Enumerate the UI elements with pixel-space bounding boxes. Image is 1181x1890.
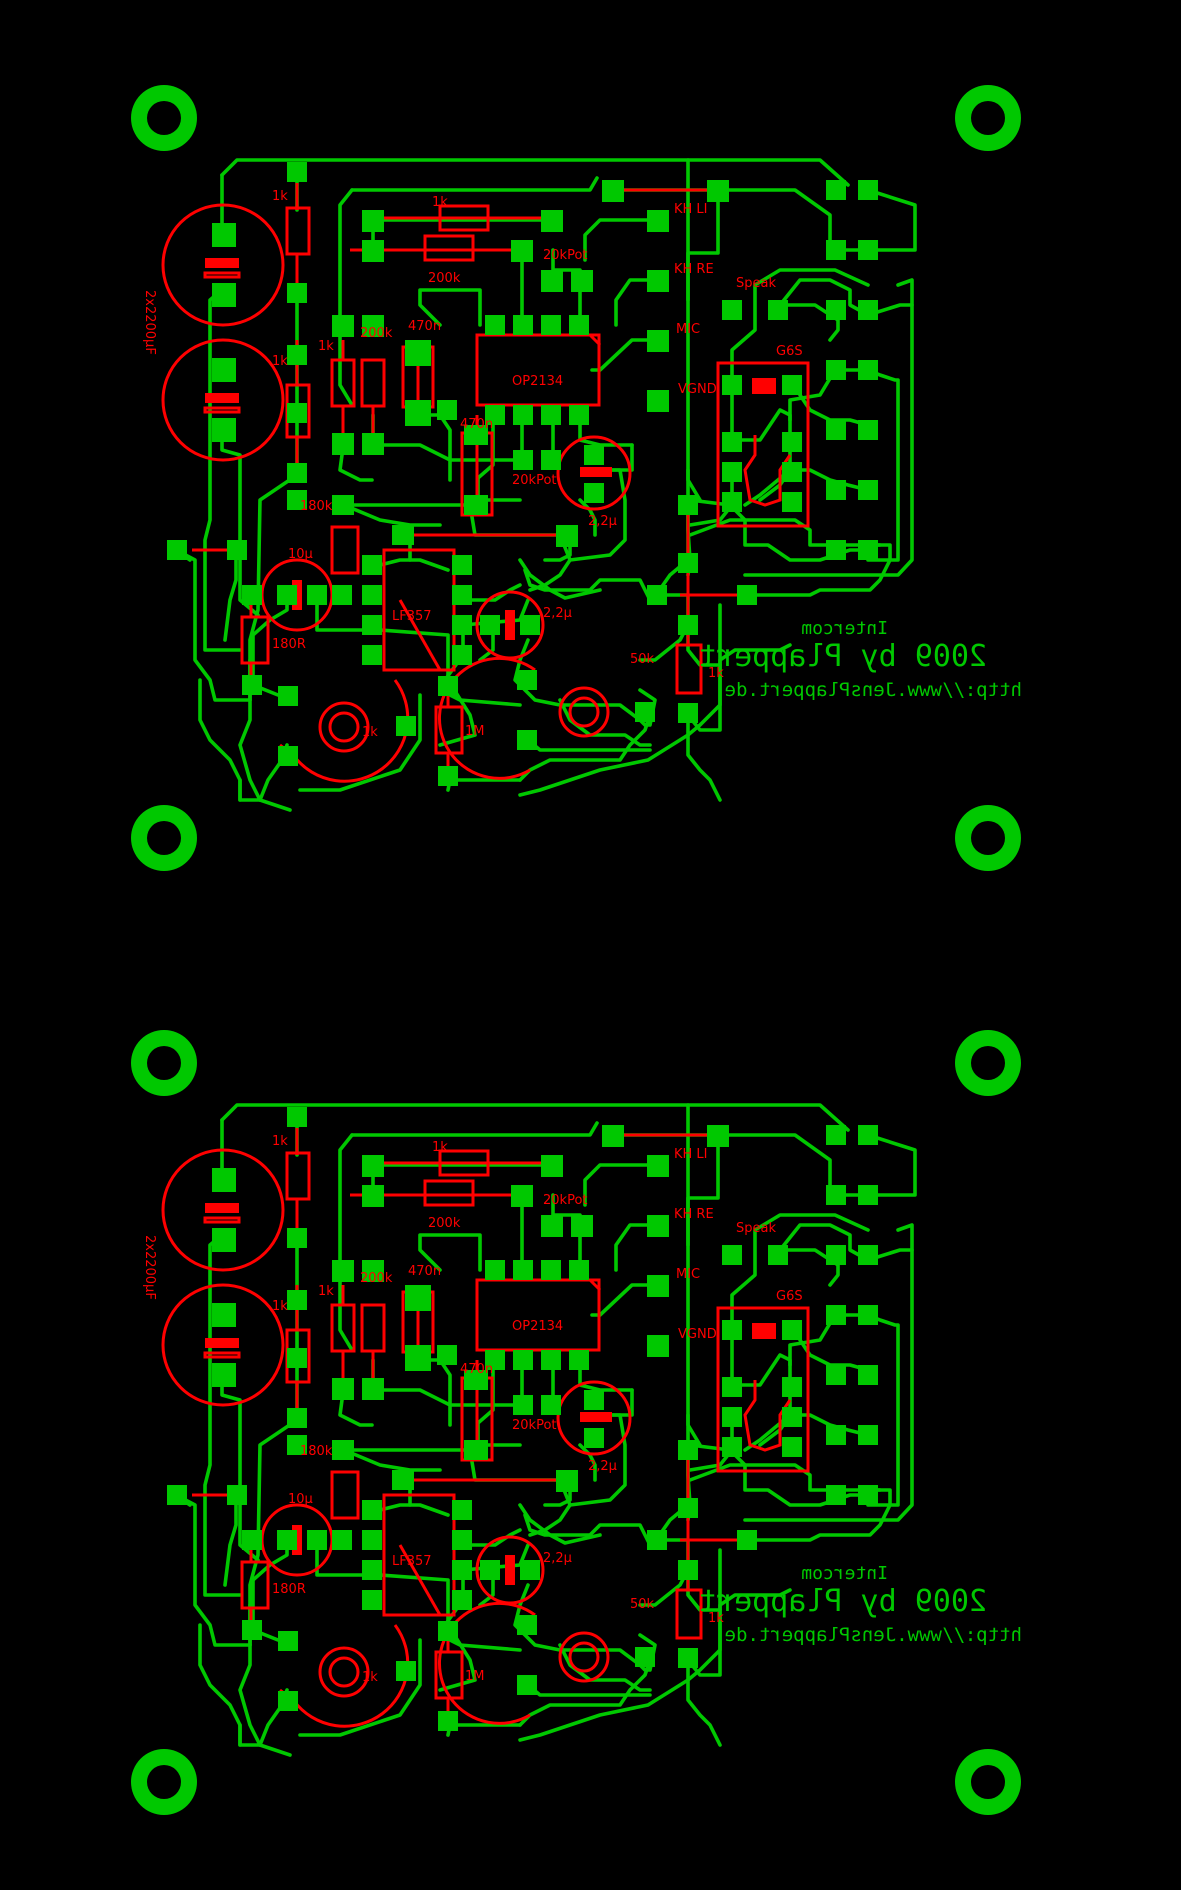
- label-r-180r: 180R: [272, 637, 306, 652]
- label-opamp1: OP2134: [512, 1319, 563, 1334]
- board-credit: 2009 by Plappert: [698, 639, 987, 674]
- label-c-470n-a: 470n: [408, 1264, 441, 1279]
- label-r-1m: 1M: [465, 1669, 485, 1684]
- label-r-200k-b: 200k: [360, 1271, 393, 1286]
- label-r-1k-d: 1k: [432, 195, 448, 210]
- label-opamp1: OP2134: [512, 374, 563, 389]
- label-r-200k-b: 200k: [360, 326, 393, 341]
- label-opamp2: LF357: [392, 609, 432, 624]
- label-r-180k: 180k: [300, 1444, 333, 1459]
- label-opamp2: LF357: [392, 1554, 432, 1569]
- label-pot-1k: 1k: [362, 1670, 378, 1685]
- label-mic: MIC: [676, 1267, 700, 1282]
- label-cap-main: 2x2200µF: [142, 290, 157, 355]
- label-kh-re: KH RE: [674, 1207, 714, 1222]
- label-vgnd: VGND: [678, 382, 717, 397]
- label-speak: Speak: [736, 276, 776, 291]
- label-r-1k-a: 1k: [272, 1134, 288, 1149]
- label-r-1k-c: 1k: [318, 1284, 334, 1299]
- label-r-1k-c: 1k: [318, 339, 334, 354]
- label-r-180r: 180R: [272, 1582, 306, 1597]
- label-c-10u: 10µ: [288, 547, 313, 562]
- board-url: http://www.JensPlappert.de: [725, 1624, 1022, 1646]
- board-title: Intercom: [801, 618, 888, 639]
- label-c-2u2-b: 2,2µ: [543, 606, 572, 621]
- label-vgnd: VGND: [678, 1327, 717, 1342]
- label-c-470n-b: 470n: [460, 1362, 493, 1377]
- mounting-holes: [131, 85, 1021, 1815]
- credit-block-top: Intercom 2009 by Plappert http://www.Jen…: [698, 618, 1022, 701]
- label-cap-main: 2x2200µF: [142, 1235, 157, 1300]
- component-labels-top: 1k 1k 1k 1k 200k 200k 470n 470n 20kPot 2…: [142, 189, 803, 740]
- label-speak: Speak: [736, 1221, 776, 1236]
- label-r-200k: 200k: [428, 1216, 461, 1231]
- label-r-1m: 1M: [465, 724, 485, 739]
- label-pot-1k: 1k: [362, 725, 378, 740]
- label-pot-20k-b: 20kPot: [512, 473, 557, 488]
- label-mic: MIC: [676, 322, 700, 337]
- label-r-1k-e: 1k: [708, 666, 724, 681]
- label-relay: G6S: [776, 344, 803, 359]
- board-url: http://www.JensPlappert.de: [725, 679, 1022, 701]
- label-c-10u: 10µ: [288, 1492, 313, 1507]
- label-c-2u2-b: 2,2µ: [543, 1551, 572, 1566]
- label-kh-li: KH LI: [674, 1147, 708, 1162]
- label-r-1k-e: 1k: [708, 1611, 724, 1626]
- label-r-200k: 200k: [428, 271, 461, 286]
- label-pot-20k-a: 20kPot: [543, 1193, 588, 1208]
- label-r-1k-a: 1k: [272, 189, 288, 204]
- label-pot-20k-a: 20kPot: [543, 248, 588, 263]
- label-pot-20k-b: 20kPot: [512, 1418, 557, 1433]
- board-title: Intercom: [801, 1563, 888, 1584]
- label-kh-re: KH RE: [674, 262, 714, 277]
- label-r-1k-d: 1k: [432, 1140, 448, 1155]
- label-pot-50k: 50k: [630, 1597, 655, 1612]
- component-labels-bottom: 1k 1k 1k 1k 200k 200k 470n 470n 20kPot 2…: [142, 1134, 803, 1685]
- label-c-470n-a: 470n: [408, 319, 441, 334]
- board-credit: 2009 by Plappert: [698, 1584, 987, 1619]
- label-relay: G6S: [776, 1289, 803, 1304]
- label-c-2u2-a: 2,2µ: [588, 1459, 617, 1474]
- label-c-2u2-a: 2,2µ: [588, 514, 617, 529]
- label-c-470n-b: 470n: [460, 417, 493, 432]
- label-r-1k-b: 1k: [272, 354, 288, 369]
- label-r-180k: 180k: [300, 499, 333, 514]
- label-pot-50k: 50k: [630, 652, 655, 667]
- label-r-1k-b: 1k: [272, 1299, 288, 1314]
- label-kh-li: KH LI: [674, 202, 708, 217]
- credit-block-bottom: Intercom 2009 by Plappert http://www.Jen…: [698, 1563, 1022, 1646]
